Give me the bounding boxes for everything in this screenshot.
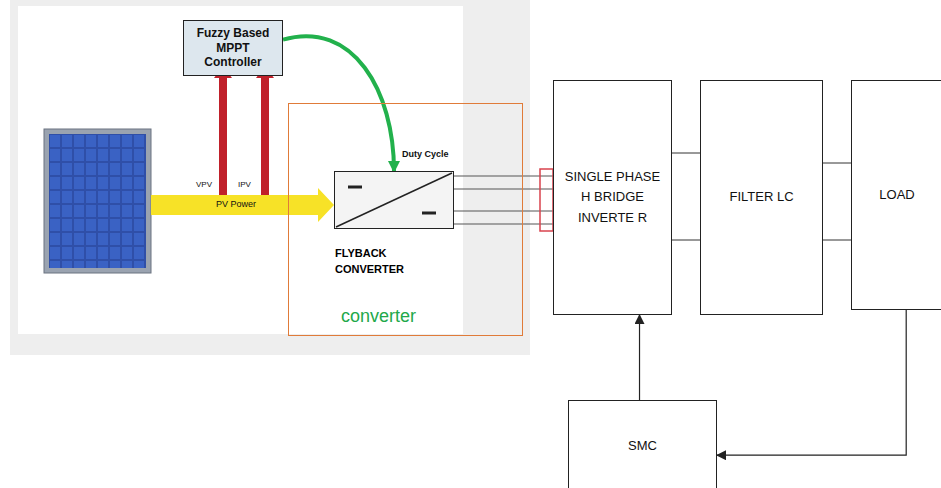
power-flow-arrow — [151, 188, 334, 222]
wire — [454, 224, 553, 225]
connector — [823, 163, 851, 240]
voltage-sense-arrow — [219, 75, 227, 195]
symbol-diagonal — [336, 173, 452, 227]
connector — [672, 153, 700, 240]
solar-panel-cells — [49, 134, 146, 268]
connector — [454, 169, 553, 231]
controller-box: Fuzzy Based MPPT Controller — [183, 20, 283, 76]
wire — [672, 240, 700, 241]
symbol-dc-in — [348, 185, 362, 188]
converter-label: FLYBACK CONVERTER — [335, 246, 445, 278]
current-sense-arrow — [261, 75, 269, 195]
converter-region: converter FLYBACK CONVERTER — [288, 103, 523, 336]
flyback-converter: FLYBACK CONVERTER — [334, 171, 454, 229]
flow-label: PV Power — [216, 199, 256, 209]
box-label: SMC — [628, 436, 657, 456]
wire — [454, 211, 553, 212]
wire — [454, 189, 553, 190]
box-label: Fuzzy Based MPPT Controller — [192, 26, 274, 69]
converter-symbol — [334, 171, 454, 229]
load-box: LOAD — [851, 80, 941, 310]
symbol-dc-out — [422, 211, 436, 214]
connector — [717, 310, 906, 455]
signal-name: IPV — [238, 180, 251, 189]
region-label: converter — [341, 306, 416, 327]
signal-name: VPV — [196, 180, 212, 189]
control-wire — [639, 315, 640, 400]
inverter-box: SINGLE PHASE H BRIDGE INVERTE R — [553, 80, 672, 315]
feedback-wire — [717, 310, 906, 455]
box-label: SINGLE PHASE H BRIDGE INVERTE R — [562, 167, 663, 227]
box-label: LOAD — [879, 185, 914, 205]
panel-ground — [10, 0, 530, 355]
wire — [672, 153, 700, 154]
inner-ground — [18, 6, 463, 334]
edge-label: Duty Cycle — [402, 149, 449, 159]
filter-box: FILTER LC — [700, 80, 823, 315]
terminal-bracket — [540, 169, 553, 231]
wire — [823, 163, 851, 164]
wire — [454, 176, 553, 177]
smc-box: SMC — [568, 400, 717, 488]
connector — [639, 315, 640, 400]
wire — [823, 240, 851, 241]
box-label: FILTER LC — [729, 187, 793, 207]
solar-panel-frame — [44, 129, 151, 273]
